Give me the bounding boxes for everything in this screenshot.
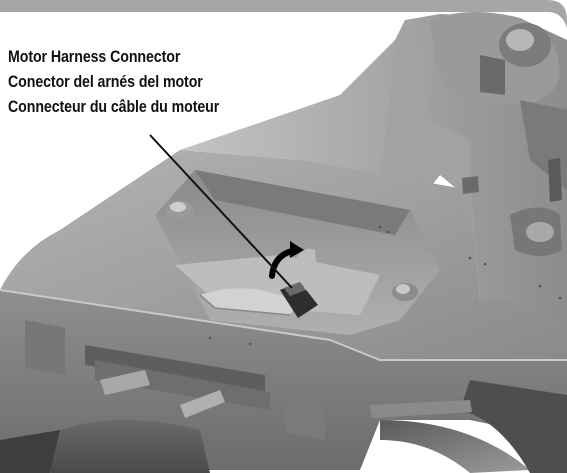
screw-boss-right-hi bbox=[396, 284, 410, 294]
frame-bar bbox=[0, 0, 567, 28]
motor-harness-connector bbox=[280, 248, 318, 318]
lower-curved-duct bbox=[380, 420, 530, 473]
upper-knob-cap-hi bbox=[506, 29, 534, 51]
rear-housing-shadow bbox=[380, 35, 470, 200]
front-vent-long bbox=[85, 345, 265, 395]
front-pad-2 bbox=[180, 390, 225, 418]
motor-slot-edge bbox=[199, 294, 291, 316]
motor-cavity-inner-wall bbox=[195, 170, 410, 235]
callout-label-spanish: Conector del arnés del motor bbox=[8, 73, 203, 91]
callout-label-french: Connecteur du câble du moteur bbox=[8, 98, 220, 116]
leader-line bbox=[149, 134, 293, 289]
front-block-left bbox=[25, 320, 65, 375]
front-pad-1 bbox=[100, 370, 150, 395]
deck-front-edge bbox=[0, 289, 567, 361]
callout-label-english: Motor Harness Connector bbox=[8, 48, 181, 66]
callout-labels: Motor Harness Connector Conector del arn… bbox=[8, 45, 308, 120]
screw-boss-left-hi bbox=[170, 202, 186, 212]
rotate-arrow-icon bbox=[269, 241, 304, 279]
bottom-left-shade bbox=[0, 430, 60, 473]
rear-tab bbox=[462, 176, 479, 194]
lower-right-piece bbox=[460, 380, 567, 473]
bottom-wheel-area bbox=[50, 420, 210, 473]
front-block-right bbox=[285, 395, 325, 440]
right-clip-knob bbox=[526, 222, 554, 242]
right-lever bbox=[548, 158, 562, 202]
rear-housing-wall bbox=[180, 14, 567, 360]
deck-detail-dots bbox=[208, 225, 562, 346]
lower-right-rail bbox=[370, 400, 472, 418]
upper-knob-stem bbox=[480, 55, 505, 95]
